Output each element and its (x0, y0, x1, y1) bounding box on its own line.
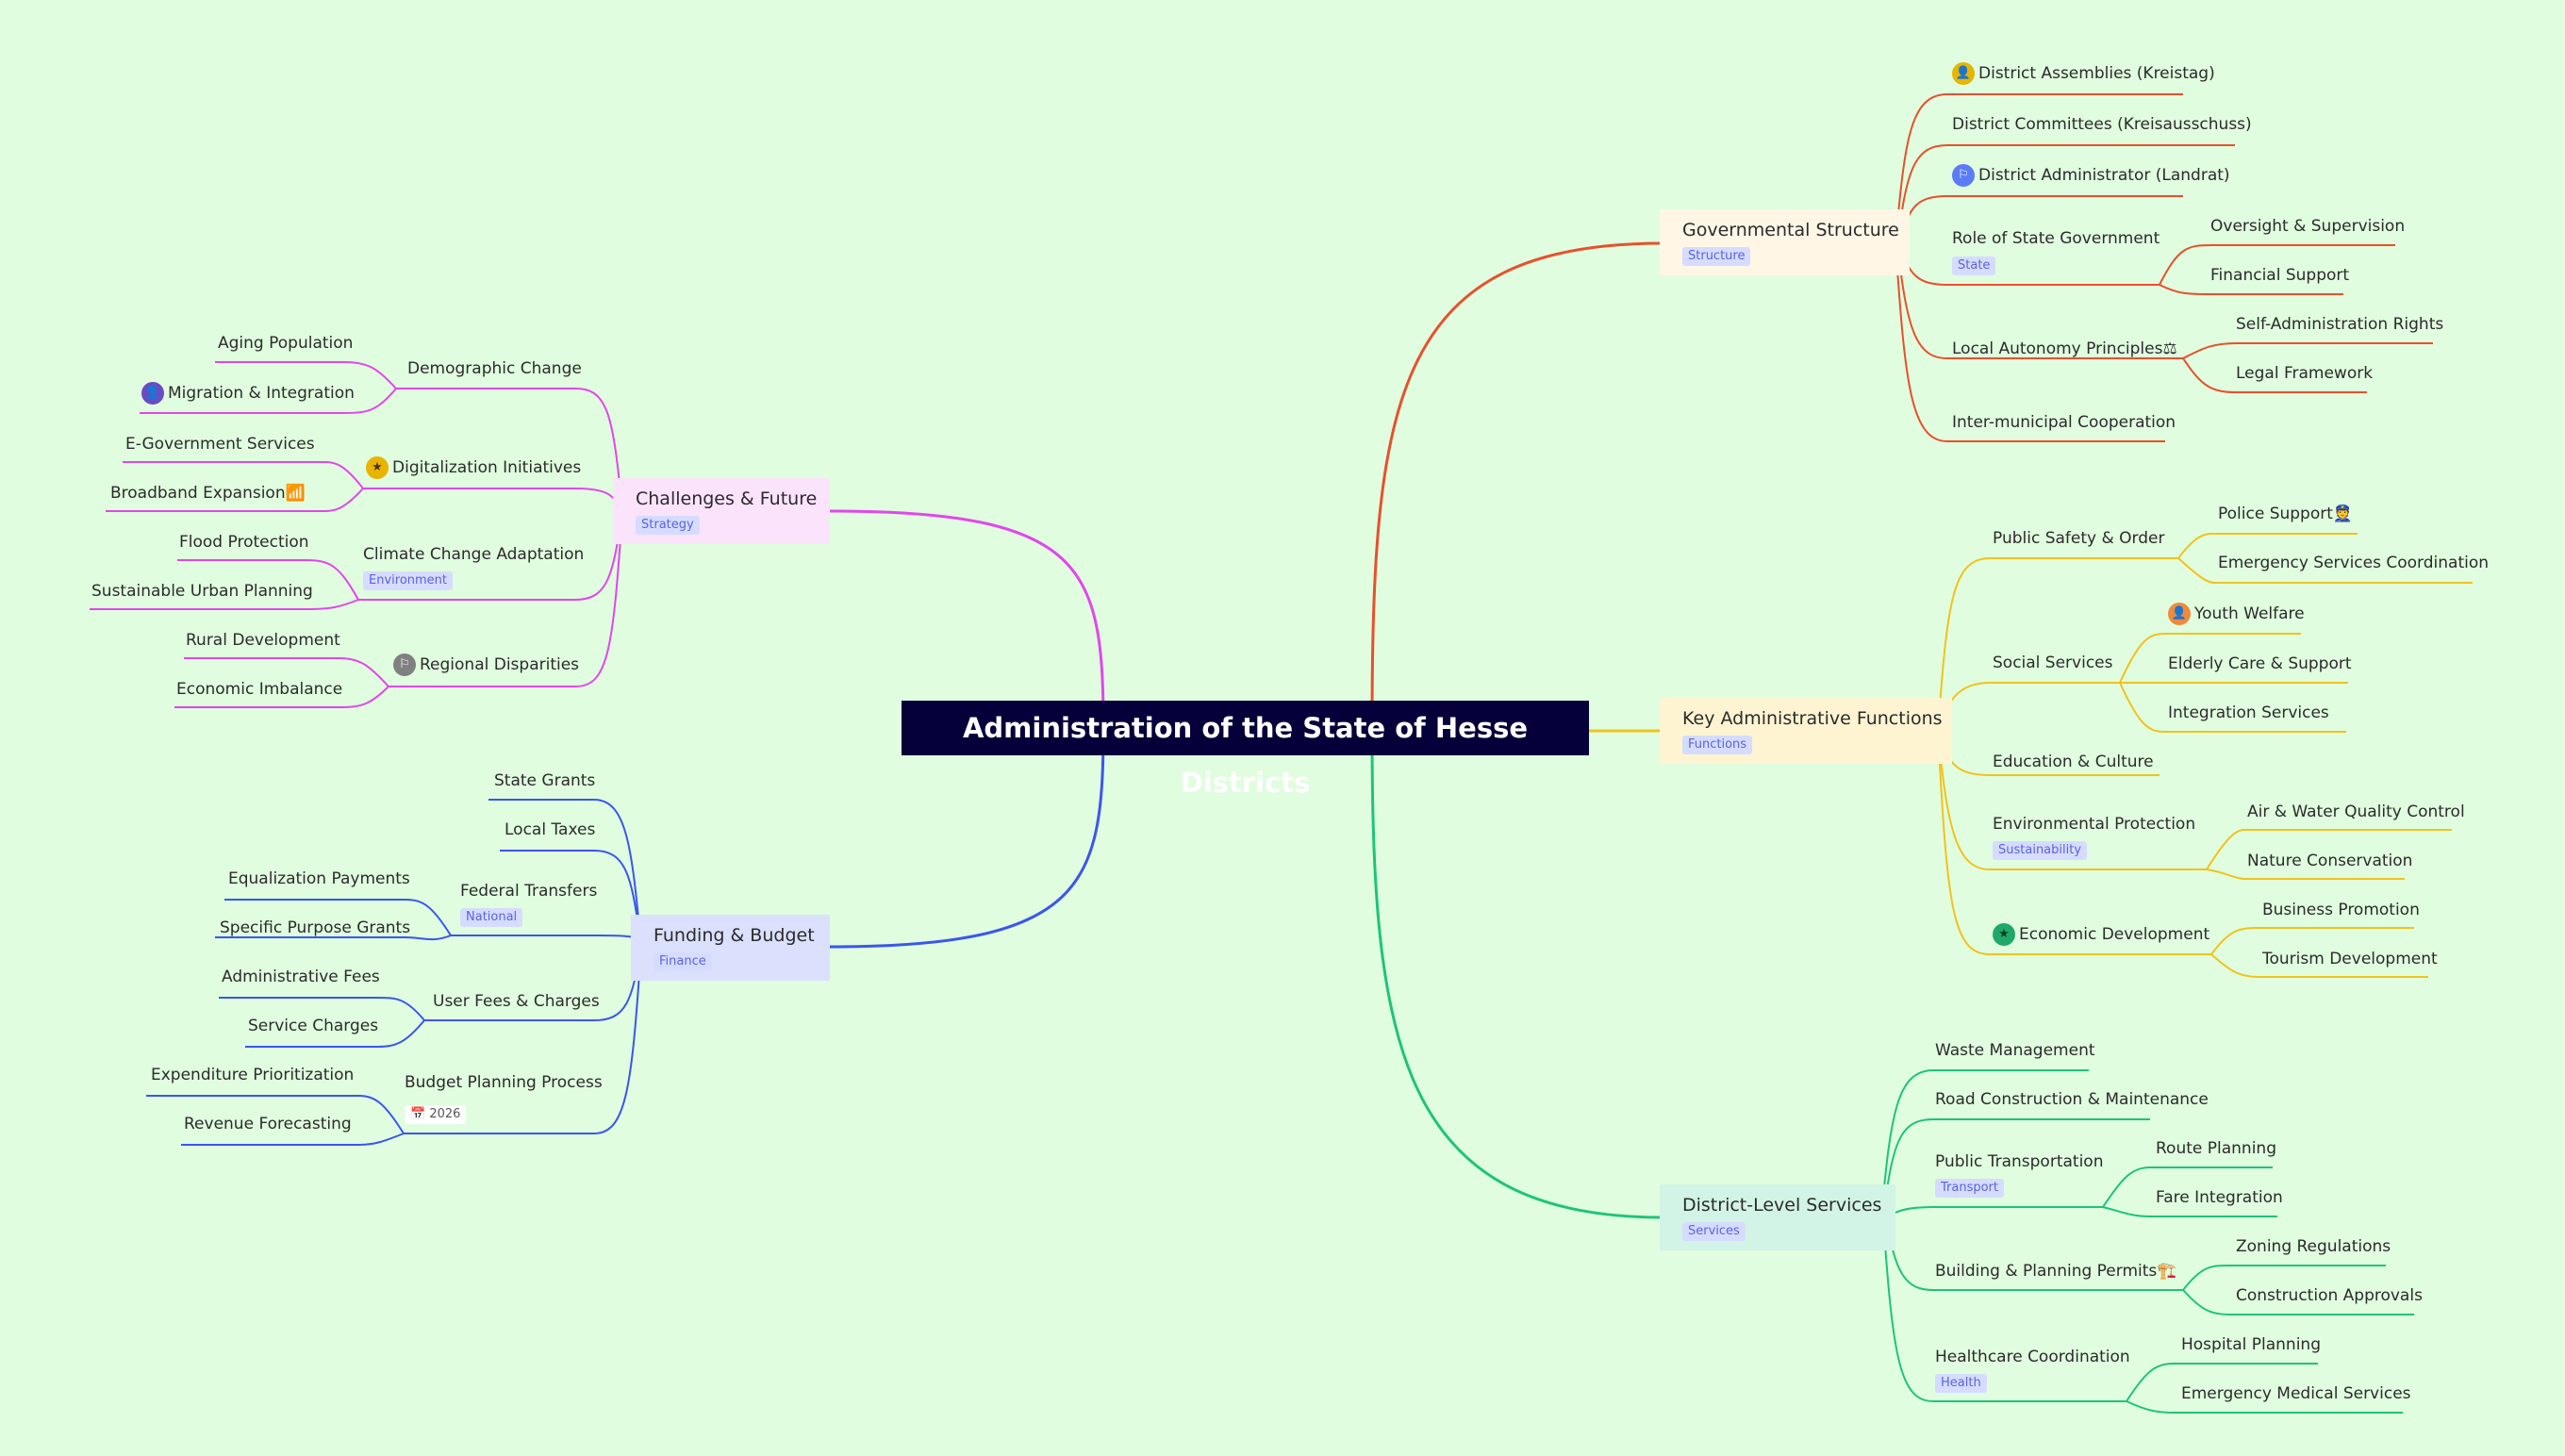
tag-date-2026: 📅 2026 (405, 1105, 467, 1124)
tag-national: National (460, 908, 523, 927)
node-local-taxes[interactable]: Local Taxes (505, 820, 596, 839)
node-e-government-services[interactable]: E-Government Services (125, 435, 315, 454)
node-oversight-supervision[interactable]: Oversight & Supervision (2210, 217, 2406, 236)
node-district-administrator[interactable]: ⚐District Administrator (Landrat) (1952, 164, 2230, 187)
branch-label: Funding & Budget (654, 925, 815, 946)
branch-tag: Finance (654, 952, 712, 971)
node-business-promotion[interactable]: Business Promotion (2262, 901, 2420, 919)
node-digitalization-initiatives[interactable]: ★Digitalization Initiatives (366, 456, 581, 479)
node-budget-planning-process[interactable]: Budget Planning Process (405, 1073, 603, 1092)
node-air-water-quality-control[interactable]: Air & Water Quality Control (2247, 802, 2465, 821)
branch-label: Challenges & Future (636, 488, 818, 509)
node-state-grants[interactable]: State Grants (494, 771, 596, 790)
tag-environment: Environment (363, 571, 454, 590)
branch-label: Key Administrative Functions (1682, 708, 1943, 729)
node-service-charges[interactable]: Service Charges (248, 1017, 379, 1035)
node-equalization-payments[interactable]: Equalization Payments (228, 869, 410, 888)
node-demographic-change[interactable]: Demographic Change (407, 359, 582, 378)
node-youth-welfare[interactable]: 👤Youth Welfare (2168, 603, 2305, 625)
branch-label: Governmental Structure (1682, 220, 1899, 240)
node-flood-protection[interactable]: Flood Protection (179, 533, 309, 552)
node-education-culture[interactable]: Education & Culture (1993, 753, 2154, 771)
node-road-construction-maintenance[interactable]: Road Construction & Maintenance (1935, 1090, 2209, 1109)
node-rural-development[interactable]: Rural Development (186, 631, 340, 650)
branch-tag: Structure (1682, 247, 1751, 266)
node-hospital-planning[interactable]: Hospital Planning (2181, 1335, 2321, 1354)
node-climate-change-adaptation[interactable]: Climate Change Adaptation (363, 545, 585, 564)
node-district-committees[interactable]: District Committees (Kreisausschuss) (1952, 115, 2252, 134)
node-self-administration-rights[interactable]: Self-Administration Rights (2236, 315, 2444, 334)
node-role-of-state-government[interactable]: Role of State Government (1952, 229, 2160, 248)
node-zoning-regulations[interactable]: Zoning Regulations (2236, 1237, 2391, 1256)
node-waste-management[interactable]: Waste Management (1935, 1041, 2095, 1060)
node-police-support[interactable]: Police Support👮 (2218, 505, 2354, 523)
tag-transport: Transport (1935, 1179, 2005, 1198)
star-icon: ★ (366, 456, 389, 479)
node-public-transportation[interactable]: Public Transportation (1935, 1152, 2104, 1171)
node-nature-conservation[interactable]: Nature Conservation (2247, 852, 2413, 870)
node-migration-integration[interactable]: 👤Migration & Integration (141, 382, 355, 405)
node-fare-integration[interactable]: Fare Integration (2156, 1188, 2283, 1207)
node-financial-support[interactable]: Financial Support (2210, 266, 2350, 285)
node-legal-framework[interactable]: Legal Framework (2236, 364, 2374, 383)
node-healthcare-coordination[interactable]: Healthcare Coordination (1935, 1348, 2130, 1366)
flag-icon: ⚐ (393, 654, 416, 676)
node-revenue-forecasting[interactable]: Revenue Forecasting (184, 1115, 352, 1133)
branch-label: District-Level Services (1682, 1195, 1882, 1216)
node-emergency-medical-services[interactable]: Emergency Medical Services (2181, 1384, 2411, 1403)
node-regional-disparities[interactable]: ⚐Regional Disparities (393, 654, 579, 676)
branch-governmental-structure[interactable]: Governmental Structure Structure (1660, 209, 1910, 275)
node-construction-approvals[interactable]: Construction Approvals (2236, 1286, 2423, 1305)
branch-tag: Functions (1682, 736, 1753, 754)
node-specific-purpose-grants[interactable]: Specific Purpose Grants (220, 918, 411, 937)
branch-funding-budget[interactable]: Funding & Budget Finance (631, 915, 830, 981)
tag-state: State (1952, 256, 1996, 275)
node-environmental-protection[interactable]: Environmental Protection (1993, 815, 2196, 834)
node-tourism-development[interactable]: Tourism Development (2262, 950, 2438, 968)
node-economic-development[interactable]: ★Economic Development (1993, 923, 2209, 946)
node-route-planning[interactable]: Route Planning (2156, 1139, 2276, 1158)
node-user-fees-charges[interactable]: User Fees & Charges (433, 992, 600, 1011)
person-icon: 👤 (2168, 603, 2191, 625)
node-broadband-expansion[interactable]: Broadband Expansion📶 (110, 484, 306, 503)
node-district-assemblies[interactable]: 👤District Assemblies (Kreistag) (1952, 62, 2215, 85)
branch-district-level-services[interactable]: District-Level Services Services (1660, 1184, 1895, 1250)
node-inter-municipal-cooperation[interactable]: Inter-municipal Cooperation (1952, 413, 2176, 432)
flag-icon: ⚐ (1952, 164, 1975, 187)
node-social-services[interactable]: Social Services (1993, 654, 2113, 672)
branch-challenges-future[interactable]: Challenges & Future Strategy (613, 478, 830, 544)
node-aging-population[interactable]: Aging Population (218, 334, 354, 353)
node-elderly-care-support[interactable]: Elderly Care & Support (2168, 654, 2352, 673)
branch-tag: Strategy (636, 516, 700, 535)
star-icon: ★ (1993, 923, 2015, 946)
node-administrative-fees[interactable]: Administrative Fees (222, 968, 380, 986)
node-federal-transfers[interactable]: Federal Transfers (460, 882, 598, 901)
person-icon: 👤 (141, 382, 164, 405)
branch-key-administrative-functions[interactable]: Key Administrative Functions Functions (1660, 698, 1952, 764)
node-local-autonomy-principles[interactable]: Local Autonomy Principles⚖ (1952, 339, 2177, 358)
tag-sustainability: Sustainability (1993, 841, 2088, 860)
node-integration-services[interactable]: Integration Services (2168, 703, 2329, 722)
person-icon: 👤 (1952, 62, 1975, 85)
tag-health: Health (1935, 1374, 1987, 1393)
node-expenditure-prioritization[interactable]: Expenditure Prioritization (151, 1066, 355, 1084)
node-building-planning-permits[interactable]: Building & Planning Permits🏗️ (1935, 1262, 2177, 1281)
branch-tag: Services (1682, 1222, 1746, 1241)
root-node[interactable]: Administration of the State of Hesse Dis… (902, 701, 1589, 799)
node-economic-imbalance[interactable]: Economic Imbalance (176, 680, 343, 699)
node-sustainable-urban-planning[interactable]: Sustainable Urban Planning (91, 582, 313, 601)
node-public-safety-order[interactable]: Public Safety & Order (1993, 529, 2165, 548)
node-emergency-services-coordination[interactable]: Emergency Services Coordination (2218, 554, 2490, 572)
